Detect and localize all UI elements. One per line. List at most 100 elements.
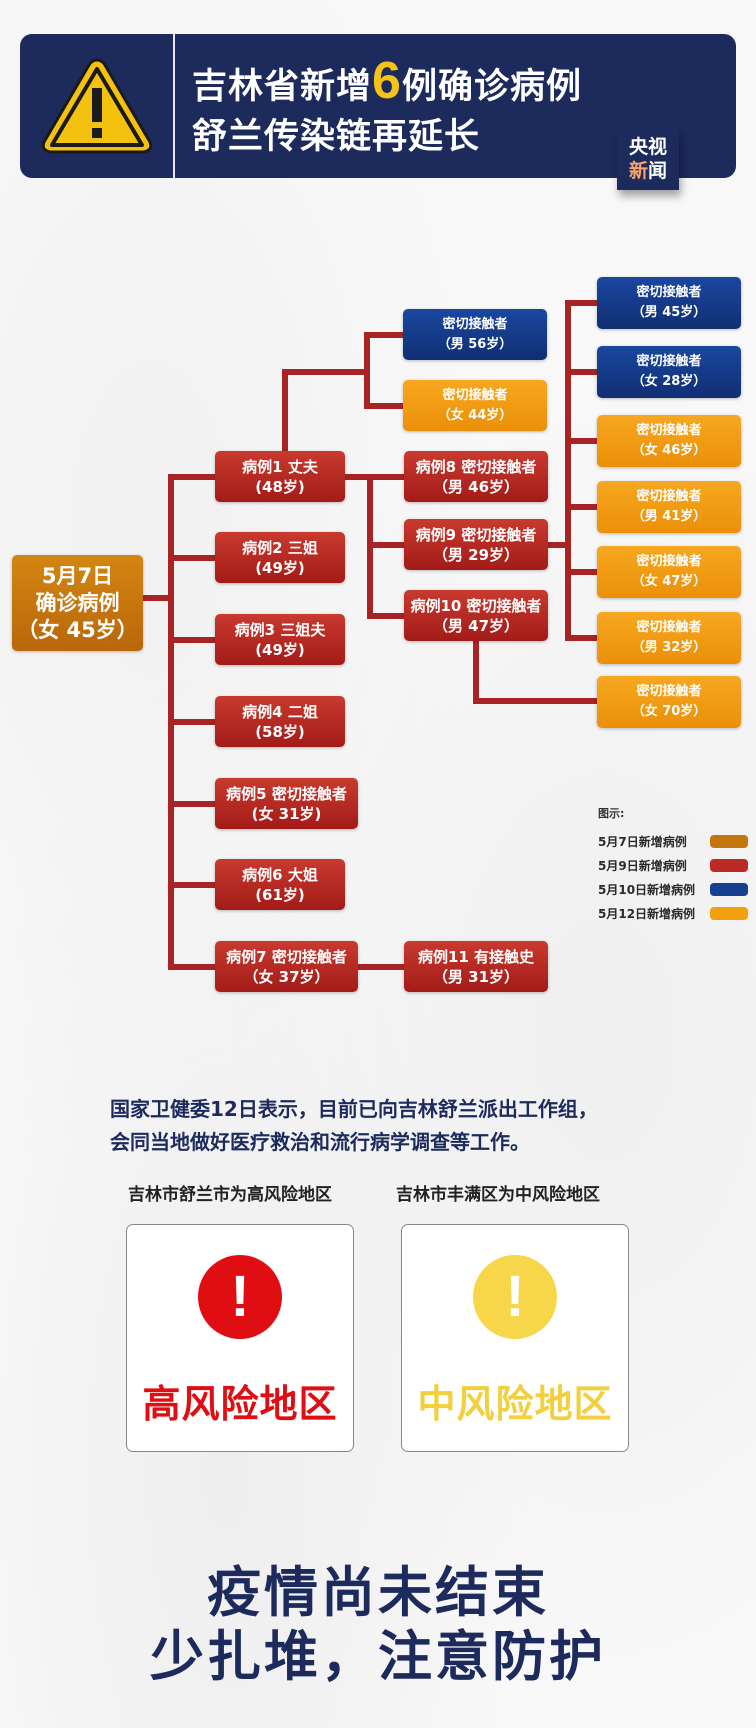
exclamation-circle-icon: ! [198, 1255, 282, 1339]
case-node-11: 病例11 有接触史（男 31岁） [404, 941, 548, 992]
connector-case10-down [473, 641, 479, 704]
case-age: （女 37岁） [243, 967, 330, 986]
connector-case1-right [345, 474, 405, 480]
connector-c41 [565, 504, 598, 510]
contact-node-male-41: 密切接触者（男 41岁） [597, 481, 741, 533]
connector-contact-44 [364, 403, 404, 409]
contact-label: 密切接触者 [636, 354, 702, 369]
headline-number: 6 [372, 52, 402, 110]
contact-node-female-28: 密切接触者（女 28岁） [597, 346, 741, 398]
slogan-line2: 少扎堆，注意防护 [150, 1625, 606, 1688]
contact-label: 密切接触者 [636, 285, 702, 300]
case-label: 病例1 丈夫 [242, 457, 318, 476]
legend-swatch-brown [710, 834, 748, 848]
medium-risk-caption: 吉林市丰满区为中风险地区 [396, 1185, 600, 1205]
root-demographics: （女 45岁） [17, 617, 138, 642]
case-label: 病例2 三姐 [242, 538, 318, 557]
case-node-3: 病例3 三姐夫(49岁) [215, 614, 345, 665]
case-label: 病例5 密切接触者 [226, 784, 347, 803]
root-label: 确诊病例 [35, 590, 120, 615]
case-node-5: 病例5 密切接触者(女 31岁) [215, 778, 358, 829]
connector-case1-contacts-v [364, 332, 370, 409]
high-risk-label: 高风险地区 [142, 1382, 338, 1426]
medium-risk-label: 中风险地区 [417, 1382, 613, 1426]
legend-swatch-yellow [710, 906, 748, 920]
case-age: (49岁) [255, 640, 305, 659]
slogan-line1: 疫情尚未结束 [207, 1561, 549, 1624]
case-node-1: 病例1 丈夫(48岁) [215, 451, 345, 502]
connector-l1-4 [168, 719, 216, 725]
contact-node-male-45: 密切接触者 （男 45岁） [597, 277, 741, 329]
headline-line2: 舒兰传染链再延长 [192, 117, 481, 157]
badge-line1: 央视 [628, 136, 667, 158]
case-age: (49岁) [255, 558, 305, 577]
contact-node-female-47: 密切接触者（女 47岁） [597, 546, 741, 598]
legend-label: 5月9日新增病例 [598, 858, 687, 873]
connector-c28 [565, 369, 598, 375]
connector-case11 [358, 964, 405, 970]
case-node-10: 病例10 密切接触者（男 47岁） [404, 590, 548, 641]
case-age: (61岁) [255, 885, 305, 904]
contact-demographics: （女 44岁） [437, 407, 513, 423]
legend: 图示: 5月7日新增病例 5月9日新增病例 5月10日新增病例 5月12日新增病… [598, 805, 748, 925]
contact-label: 密切接触者 [636, 489, 702, 504]
cctv-news-badge: 央视 新闻 [617, 128, 679, 190]
case-node-6: 病例6 大姐(61岁) [215, 859, 345, 910]
contact-label: 密切接触者 [636, 423, 702, 438]
connector-case9-contacts-v [565, 300, 571, 641]
case-node-8: 病例8 密切接触者（男 46岁） [404, 451, 548, 502]
connector-c45 [565, 300, 598, 306]
contact-label: 密切接触者 [636, 554, 702, 569]
medium-risk-card: ! 中风险地区 [401, 1224, 629, 1452]
header-banner: 吉林省新增6例确诊病例 舒兰传染链再延长 [20, 34, 736, 178]
connector-c32 [565, 635, 598, 641]
connector-c47 [565, 569, 598, 575]
legend-title: 图示: [598, 807, 625, 820]
case-age: （男 29岁） [432, 545, 520, 564]
connector-case9 [367, 542, 405, 548]
headline: 吉林省新增6例确诊病例 舒兰传染链再延长 [192, 55, 582, 162]
headline-suffix: 例确诊病例 [401, 67, 582, 107]
contact-node-female-70: 密切接触者 （女 70岁） [597, 676, 741, 728]
connector-l1-3 [168, 637, 216, 643]
high-risk-card: ! 高风险地区 [126, 1224, 354, 1452]
warning-triangle-icon [41, 58, 153, 154]
badge-char-wen: 闻 [648, 160, 668, 182]
legend-item: 5月12日新增病例 [598, 901, 748, 925]
case-node-2: 病例2 三姐(49岁) [215, 532, 345, 583]
case-node-7: 病例7 密切接触者（女 37岁） [215, 941, 358, 992]
connector-case10 [367, 613, 405, 619]
case-label: 病例3 三姐夫 [234, 620, 326, 639]
connector-l1-1 [168, 474, 216, 480]
notice-line1: 国家卫健委12日表示，目前已向吉林舒兰派出工作组， [110, 1097, 598, 1121]
headline-prefix: 吉林省新增 [192, 67, 373, 107]
legend-swatch-red [710, 858, 748, 872]
contact-label: 密切接触者 [442, 387, 508, 403]
contact-demographics: （男 45岁） [631, 305, 707, 320]
case-age: (女 31岁) [251, 804, 322, 823]
contact-label: 密切接触者 [636, 684, 702, 699]
badge-line2: 新闻 [617, 159, 679, 183]
connector-case1-up-h [282, 369, 370, 375]
header-divider [173, 34, 175, 178]
contact-demographics: （男 56岁） [437, 336, 513, 352]
root-case-node: 5月7日 确诊病例 （女 45岁） [12, 555, 143, 651]
case-label: 病例4 二姐 [242, 702, 318, 721]
contact-node-male-32: 密切接触者（男 32岁） [597, 612, 741, 664]
case-age: (48岁) [255, 477, 305, 496]
case-label: 病例8 密切接触者 [415, 457, 537, 476]
exclamation-circle-icon: ! [473, 1255, 557, 1339]
case-node-9: 病例9 密切接触者（男 29岁） [404, 519, 548, 570]
legend-item: 5月10日新增病例 [598, 877, 748, 901]
contact-demographics: （男 32岁） [631, 640, 707, 655]
legend-item: 5月7日新增病例 [598, 829, 748, 853]
case-age: （男 47岁） [432, 616, 520, 635]
connector-case1-up [282, 369, 288, 452]
legend-swatch-blue [710, 882, 748, 896]
notice-text: 国家卫健委12日表示，目前已向吉林舒兰派出工作组， 会同当地做好医疗救治和流行病… [110, 1093, 670, 1159]
legend-label: 5月10日新增病例 [598, 882, 696, 897]
case-age: （男 31岁） [432, 967, 520, 986]
contact-node-male-56: 密切接触者（男 56岁） [403, 309, 547, 360]
contact-demographics: （女 70岁） [631, 704, 707, 719]
case-label: 病例6 大姐 [242, 865, 318, 884]
